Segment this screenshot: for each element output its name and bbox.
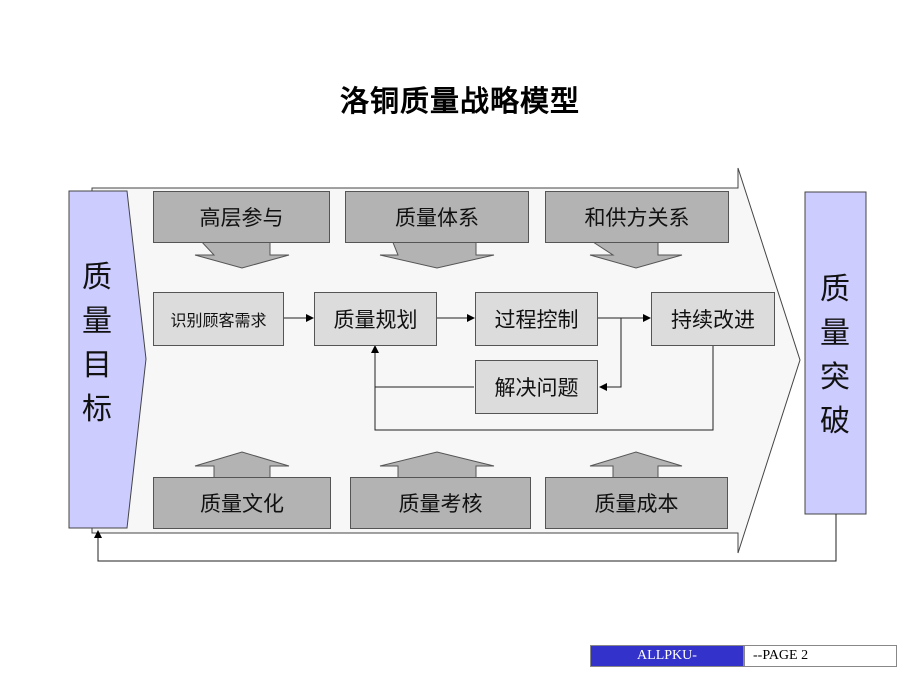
- footer-left: ALLPKU-: [590, 645, 744, 667]
- char: 量: [820, 316, 850, 351]
- quality-breakthrough-label: 质 量 突 破: [820, 268, 850, 444]
- right-block-shape: [804, 191, 867, 515]
- char: 标: [82, 392, 112, 427]
- step-solve-problems: 解决问题: [475, 360, 598, 414]
- step-process-control: 过程控制: [475, 292, 598, 346]
- footer-page: --PAGE 2: [744, 645, 897, 667]
- char: 破: [820, 404, 850, 439]
- char: 量: [82, 304, 112, 339]
- top-input-3: 和供方关系: [545, 191, 729, 243]
- left-block-shape: [68, 190, 147, 529]
- char: 目: [82, 348, 112, 383]
- step-continuous-improvement: 持续改进: [651, 292, 775, 346]
- bottom-input-2: 质量考核: [350, 477, 531, 529]
- top-input-2: 质量体系: [345, 191, 529, 243]
- bottom-input-1: 质量文化: [153, 477, 331, 529]
- page-title: 洛铜质量战略模型: [339, 84, 580, 118]
- bottom-input-3: 质量成本: [545, 477, 728, 529]
- char: 质: [82, 260, 112, 295]
- up-arrow-3: [589, 451, 683, 479]
- char: 质: [820, 272, 850, 307]
- step-identify-customer-needs: 识别顾客需求: [153, 292, 284, 346]
- char: 突: [820, 360, 850, 395]
- step-quality-planning: 质量规划: [314, 292, 437, 346]
- up-arrow-1: [194, 451, 290, 479]
- up-arrow-2: [379, 451, 495, 479]
- top-input-1: 高层参与: [153, 191, 330, 243]
- quality-goal-label: 质 量 目 标: [82, 256, 112, 432]
